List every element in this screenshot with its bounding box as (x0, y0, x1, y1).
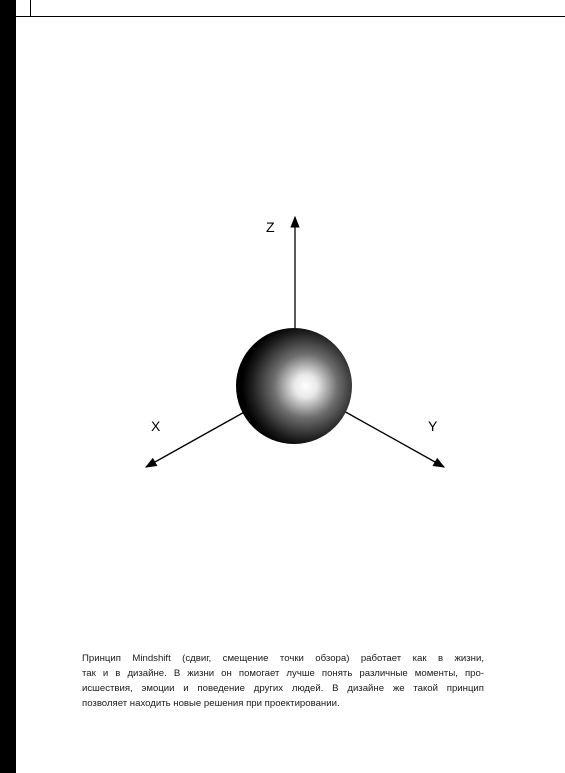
caption-line: позволяет находить новые решения при про… (82, 696, 484, 711)
y-axis-label: Y (428, 418, 438, 434)
z-axis-label: Z (266, 219, 275, 235)
sphere (236, 328, 352, 444)
x-axis-arrow (146, 410, 248, 467)
x-axis-label: X (151, 418, 161, 434)
caption-line: исшествия, эмоции и поведение других люд… (82, 681, 484, 696)
figure-caption: Принцип Mindshift (сдвиг, смещение точки… (82, 651, 484, 711)
caption-line: Принцип Mindshift (сдвиг, смещение точки… (82, 651, 484, 666)
caption-line: так и в дизайне. В жизни он помогает луч… (82, 666, 484, 681)
